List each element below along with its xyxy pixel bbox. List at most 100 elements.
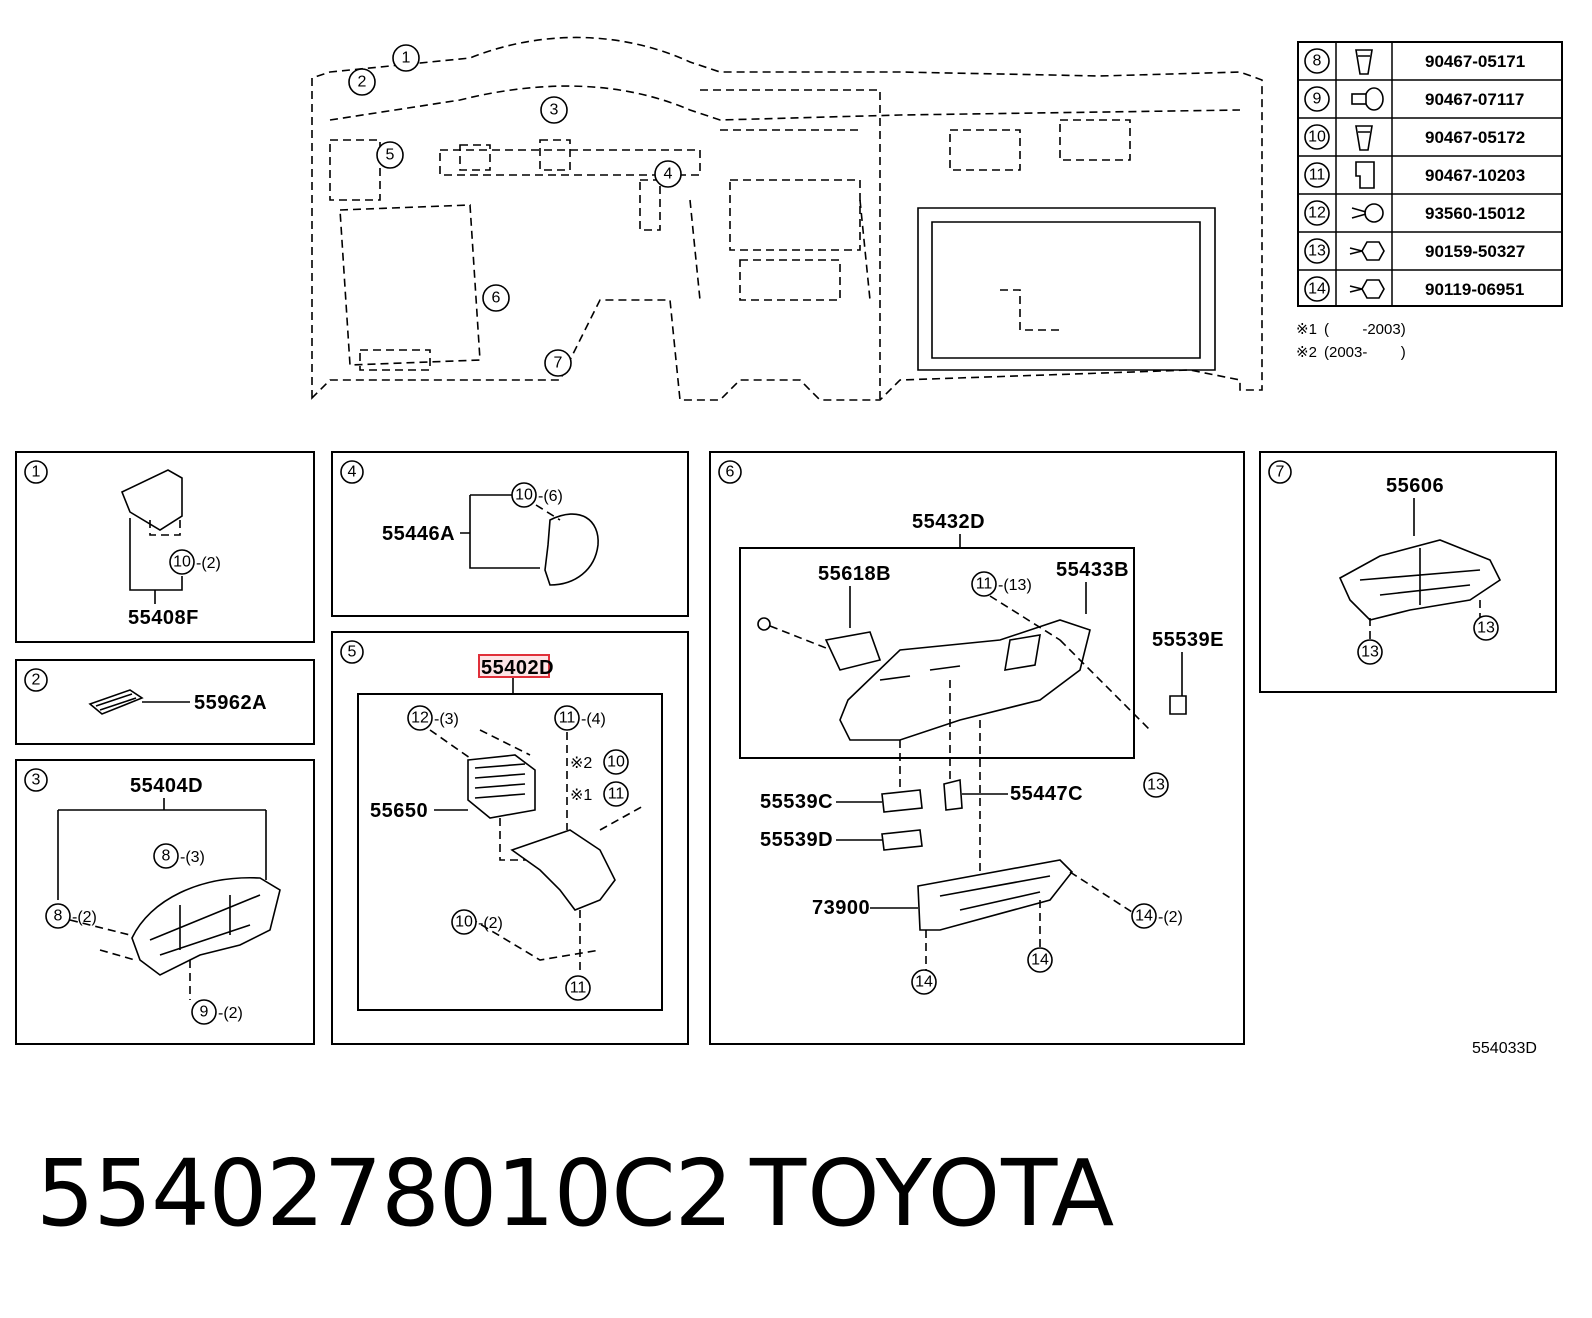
- svg-text:14: 14: [1308, 281, 1326, 298]
- svg-text:7: 7: [1276, 464, 1285, 481]
- table-row: 10 90467-05172: [1304, 124, 1525, 151]
- clip-icon: [1355, 161, 1375, 189]
- svg-text:-(3): -(3): [434, 711, 459, 728]
- svg-text:8: 8: [1313, 53, 1322, 70]
- brand-name: TOYOTA: [750, 1140, 1116, 1247]
- svg-text:-(4): -(4): [581, 711, 606, 728]
- overview-callout: 5: [376, 141, 404, 169]
- overview-callout: 6: [482, 284, 510, 312]
- svg-text:9: 9: [200, 1004, 209, 1021]
- svg-text:10: 10: [173, 554, 191, 571]
- svg-text:55432D: 55432D: [912, 511, 985, 533]
- overview-callout: 2: [348, 68, 376, 96]
- svg-text:-(2): -(2): [72, 909, 97, 926]
- svg-text:55606: 55606: [1386, 475, 1444, 497]
- overview-callout: 3: [540, 96, 568, 124]
- svg-text:13: 13: [1308, 243, 1326, 260]
- svg-text:4: 4: [348, 464, 357, 481]
- svg-text:10: 10: [515, 487, 533, 504]
- table-row: 9 90467-07117: [1304, 86, 1524, 112]
- overview-callout: 4: [654, 160, 682, 188]
- svg-text:-(13): -(13): [998, 577, 1032, 594]
- table-row: 14 90119-06951: [1304, 276, 1524, 302]
- bolt-icon: [1349, 241, 1385, 261]
- svg-text:※1: ※1: [570, 787, 592, 804]
- overview-callout: 7: [544, 349, 572, 377]
- svg-text:90467-10203: 90467-10203: [1425, 166, 1525, 185]
- svg-text:※2: ※2: [570, 755, 592, 772]
- table-row: 8 90467-05171: [1304, 48, 1525, 75]
- svg-text:11: 11: [608, 786, 625, 803]
- svg-text:14: 14: [1031, 952, 1049, 969]
- dashboard-overview: 1 2 3 4 5 6 7: [311, 36, 1263, 401]
- svg-text:55433B: 55433B: [1056, 559, 1129, 581]
- svg-text:8: 8: [162, 848, 171, 865]
- clip-icon: [1355, 49, 1373, 75]
- svg-text:11: 11: [570, 980, 587, 997]
- panel-1: 1 10 -(2) 55408F: [15, 451, 315, 643]
- svg-text:10: 10: [607, 754, 625, 771]
- push-rivet-icon: [1351, 87, 1384, 111]
- svg-text:1: 1: [402, 50, 411, 67]
- panel-7: 7 55606 13 13: [1259, 451, 1557, 693]
- svg-text:13: 13: [1147, 777, 1165, 794]
- svg-text:11: 11: [976, 576, 993, 593]
- svg-text:9: 9: [1313, 91, 1322, 108]
- svg-text:13: 13: [1361, 644, 1379, 661]
- svg-text:12: 12: [1308, 205, 1326, 222]
- svg-text:3: 3: [550, 102, 559, 119]
- svg-text:2: 2: [358, 74, 367, 91]
- svg-text:14: 14: [1135, 908, 1153, 925]
- svg-text:-(6): -(6): [538, 488, 563, 505]
- svg-text:12: 12: [411, 710, 429, 727]
- panel-4: 4 55446A 10 -(6): [331, 451, 689, 617]
- panel-5: 5 55402D 12 -(3) 11 -(4) ※2 10 ※1 11 556…: [331, 631, 689, 1045]
- svg-text:-(2): -(2): [478, 915, 503, 932]
- table-row: 11 90467-10203: [1304, 161, 1525, 189]
- svg-text:2: 2: [32, 672, 41, 689]
- svg-text:11: 11: [559, 710, 576, 727]
- svg-text:55404D: 55404D: [130, 775, 203, 797]
- svg-text:-(2): -(2): [1158, 909, 1183, 926]
- svg-text:90159-50327: 90159-50327: [1425, 242, 1525, 261]
- table-row: 13 90159-50327: [1304, 238, 1525, 264]
- diagram-code: 554033D: [1472, 1040, 1537, 1057]
- bolt-icon: [1349, 279, 1385, 299]
- svg-text:5: 5: [348, 644, 357, 661]
- note-1-mark: ※1: [1296, 321, 1317, 338]
- svg-text:6: 6: [492, 290, 501, 307]
- svg-text:11: 11: [1309, 167, 1326, 184]
- svg-text:7: 7: [554, 355, 563, 372]
- clip-icon: [1355, 125, 1373, 151]
- svg-text:90467-07117: 90467-07117: [1425, 90, 1524, 109]
- svg-text:3: 3: [32, 772, 41, 789]
- fastener-table: 8 90467-05171 9 90467-07117 10 90467-051…: [1297, 41, 1563, 307]
- overview-callout: 1: [392, 44, 420, 72]
- svg-text:5: 5: [386, 147, 395, 164]
- svg-text:14: 14: [915, 974, 933, 991]
- svg-text:13: 13: [1477, 620, 1495, 637]
- svg-text:-(2): -(2): [196, 555, 221, 572]
- svg-text:10: 10: [1308, 129, 1326, 146]
- svg-text:55539E: 55539E: [1152, 629, 1224, 651]
- part-number: 5540278010C2: [36, 1140, 733, 1247]
- svg-text:-(2): -(2): [218, 1005, 243, 1022]
- svg-text:8: 8: [54, 908, 63, 925]
- svg-text:55962A: 55962A: [194, 692, 267, 714]
- svg-text:55539D: 55539D: [760, 829, 833, 851]
- svg-text:55408F: 55408F: [128, 607, 199, 629]
- panel-3: 3 55404D 8 -(3) 8 -(2) 9 -(2): [15, 759, 315, 1045]
- note-2-text: (2003- ): [1324, 344, 1406, 361]
- svg-text:90467-05171: 90467-05171: [1425, 52, 1525, 71]
- note-1-text: ( -2003): [1324, 321, 1406, 338]
- footnotes: ※1 ( -2003) ※2 (2003- ): [1296, 321, 1406, 361]
- svg-text:1: 1: [32, 464, 41, 481]
- highlighted-part-label: 55402D: [481, 657, 554, 679]
- svg-text:4: 4: [664, 166, 673, 183]
- screw-icon: [1351, 203, 1384, 223]
- svg-text:10: 10: [455, 914, 473, 931]
- svg-text:90467-05172: 90467-05172: [1425, 128, 1525, 147]
- svg-text:55447C: 55447C: [1010, 783, 1083, 805]
- svg-text:90119-06951: 90119-06951: [1425, 280, 1524, 299]
